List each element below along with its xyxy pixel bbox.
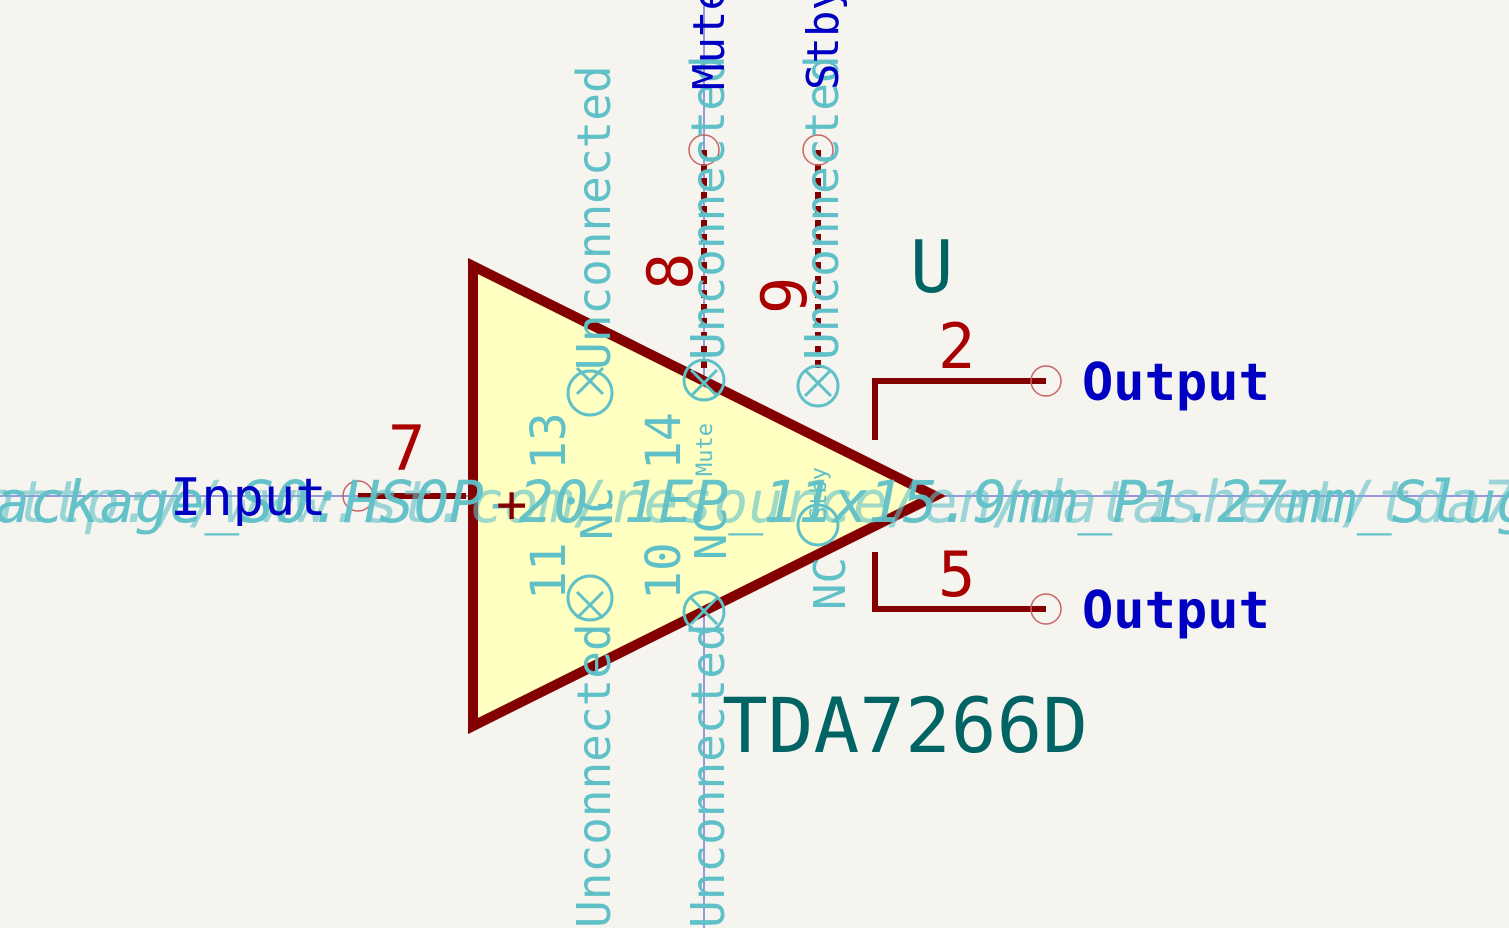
datasheet-field: http://www.st.com/resource/en/datasheet/… — [0, 468, 1509, 536]
nc-label-unconnected: Unconnected — [681, 623, 735, 928]
pin-label-output-bottom: Output — [1082, 581, 1270, 641]
pin-end-stby[interactable] — [802, 134, 834, 166]
pin-number-stby: 9 — [748, 277, 821, 314]
nc-label-unconnected: Unconnected — [567, 623, 621, 928]
nc-label-unconnected: Unconnected — [567, 65, 621, 370]
nc-label-unconnected: Unconnected — [795, 55, 849, 360]
nc-label-unconnected: Unconnected — [681, 55, 735, 360]
nc-pin-number: 13 — [521, 412, 577, 470]
pin-end-input[interactable] — [342, 480, 374, 512]
pin-label-stby: Stby — [798, 0, 849, 90]
pin-end-output-bottom[interactable] — [1030, 593, 1062, 625]
pin-number-mute: 8 — [634, 253, 707, 290]
pin-label-output-top: Output — [1082, 353, 1270, 413]
nc-pin-circle[interactable] — [796, 503, 840, 547]
nc-pin-circle[interactable] — [682, 358, 726, 402]
pin-end-output-top[interactable] — [1030, 365, 1062, 397]
pin-wire-output-bottom[interactable] — [872, 552, 1046, 612]
pin-number-output-bottom: 5 — [938, 538, 975, 611]
nc-pin-number: 11 — [521, 542, 577, 600]
nc-pin-circle[interactable] — [566, 574, 614, 622]
pin-end-mute[interactable] — [688, 134, 720, 166]
nc-pin-name: NC — [572, 487, 623, 540]
nc-pin-circle[interactable] — [682, 590, 726, 634]
pin-label-mute: Mute — [684, 0, 735, 90]
symbol-reference[interactable]: U — [910, 225, 953, 309]
pin-number-input: 7 — [388, 412, 425, 485]
pin-wire-output-top[interactable] — [872, 378, 1046, 440]
nc-pin-name: NC — [805, 557, 856, 610]
no-connect-cross — [575, 366, 833, 626]
pin-label-input: Input — [170, 468, 327, 528]
footprint-field: Package_SO:HSOP-20-1EP_11x15.9mm_P1.27mm… — [0, 468, 1509, 536]
mute-pin-name: Mute — [693, 423, 718, 476]
nc-pin-number: 10 — [636, 542, 692, 600]
nc-pin-number: 14 — [636, 412, 692, 470]
plus-sign: + — [496, 475, 527, 535]
symbol-value[interactable]: TDA7266D — [722, 681, 1088, 770]
nc-pin-circle[interactable] — [796, 364, 840, 408]
stby-pin-name: Stby — [807, 467, 832, 520]
nc-pin-name: NC — [686, 507, 737, 560]
nc-pin-circle[interactable] — [566, 369, 614, 417]
pin-number-output-top: 2 — [938, 310, 975, 383]
